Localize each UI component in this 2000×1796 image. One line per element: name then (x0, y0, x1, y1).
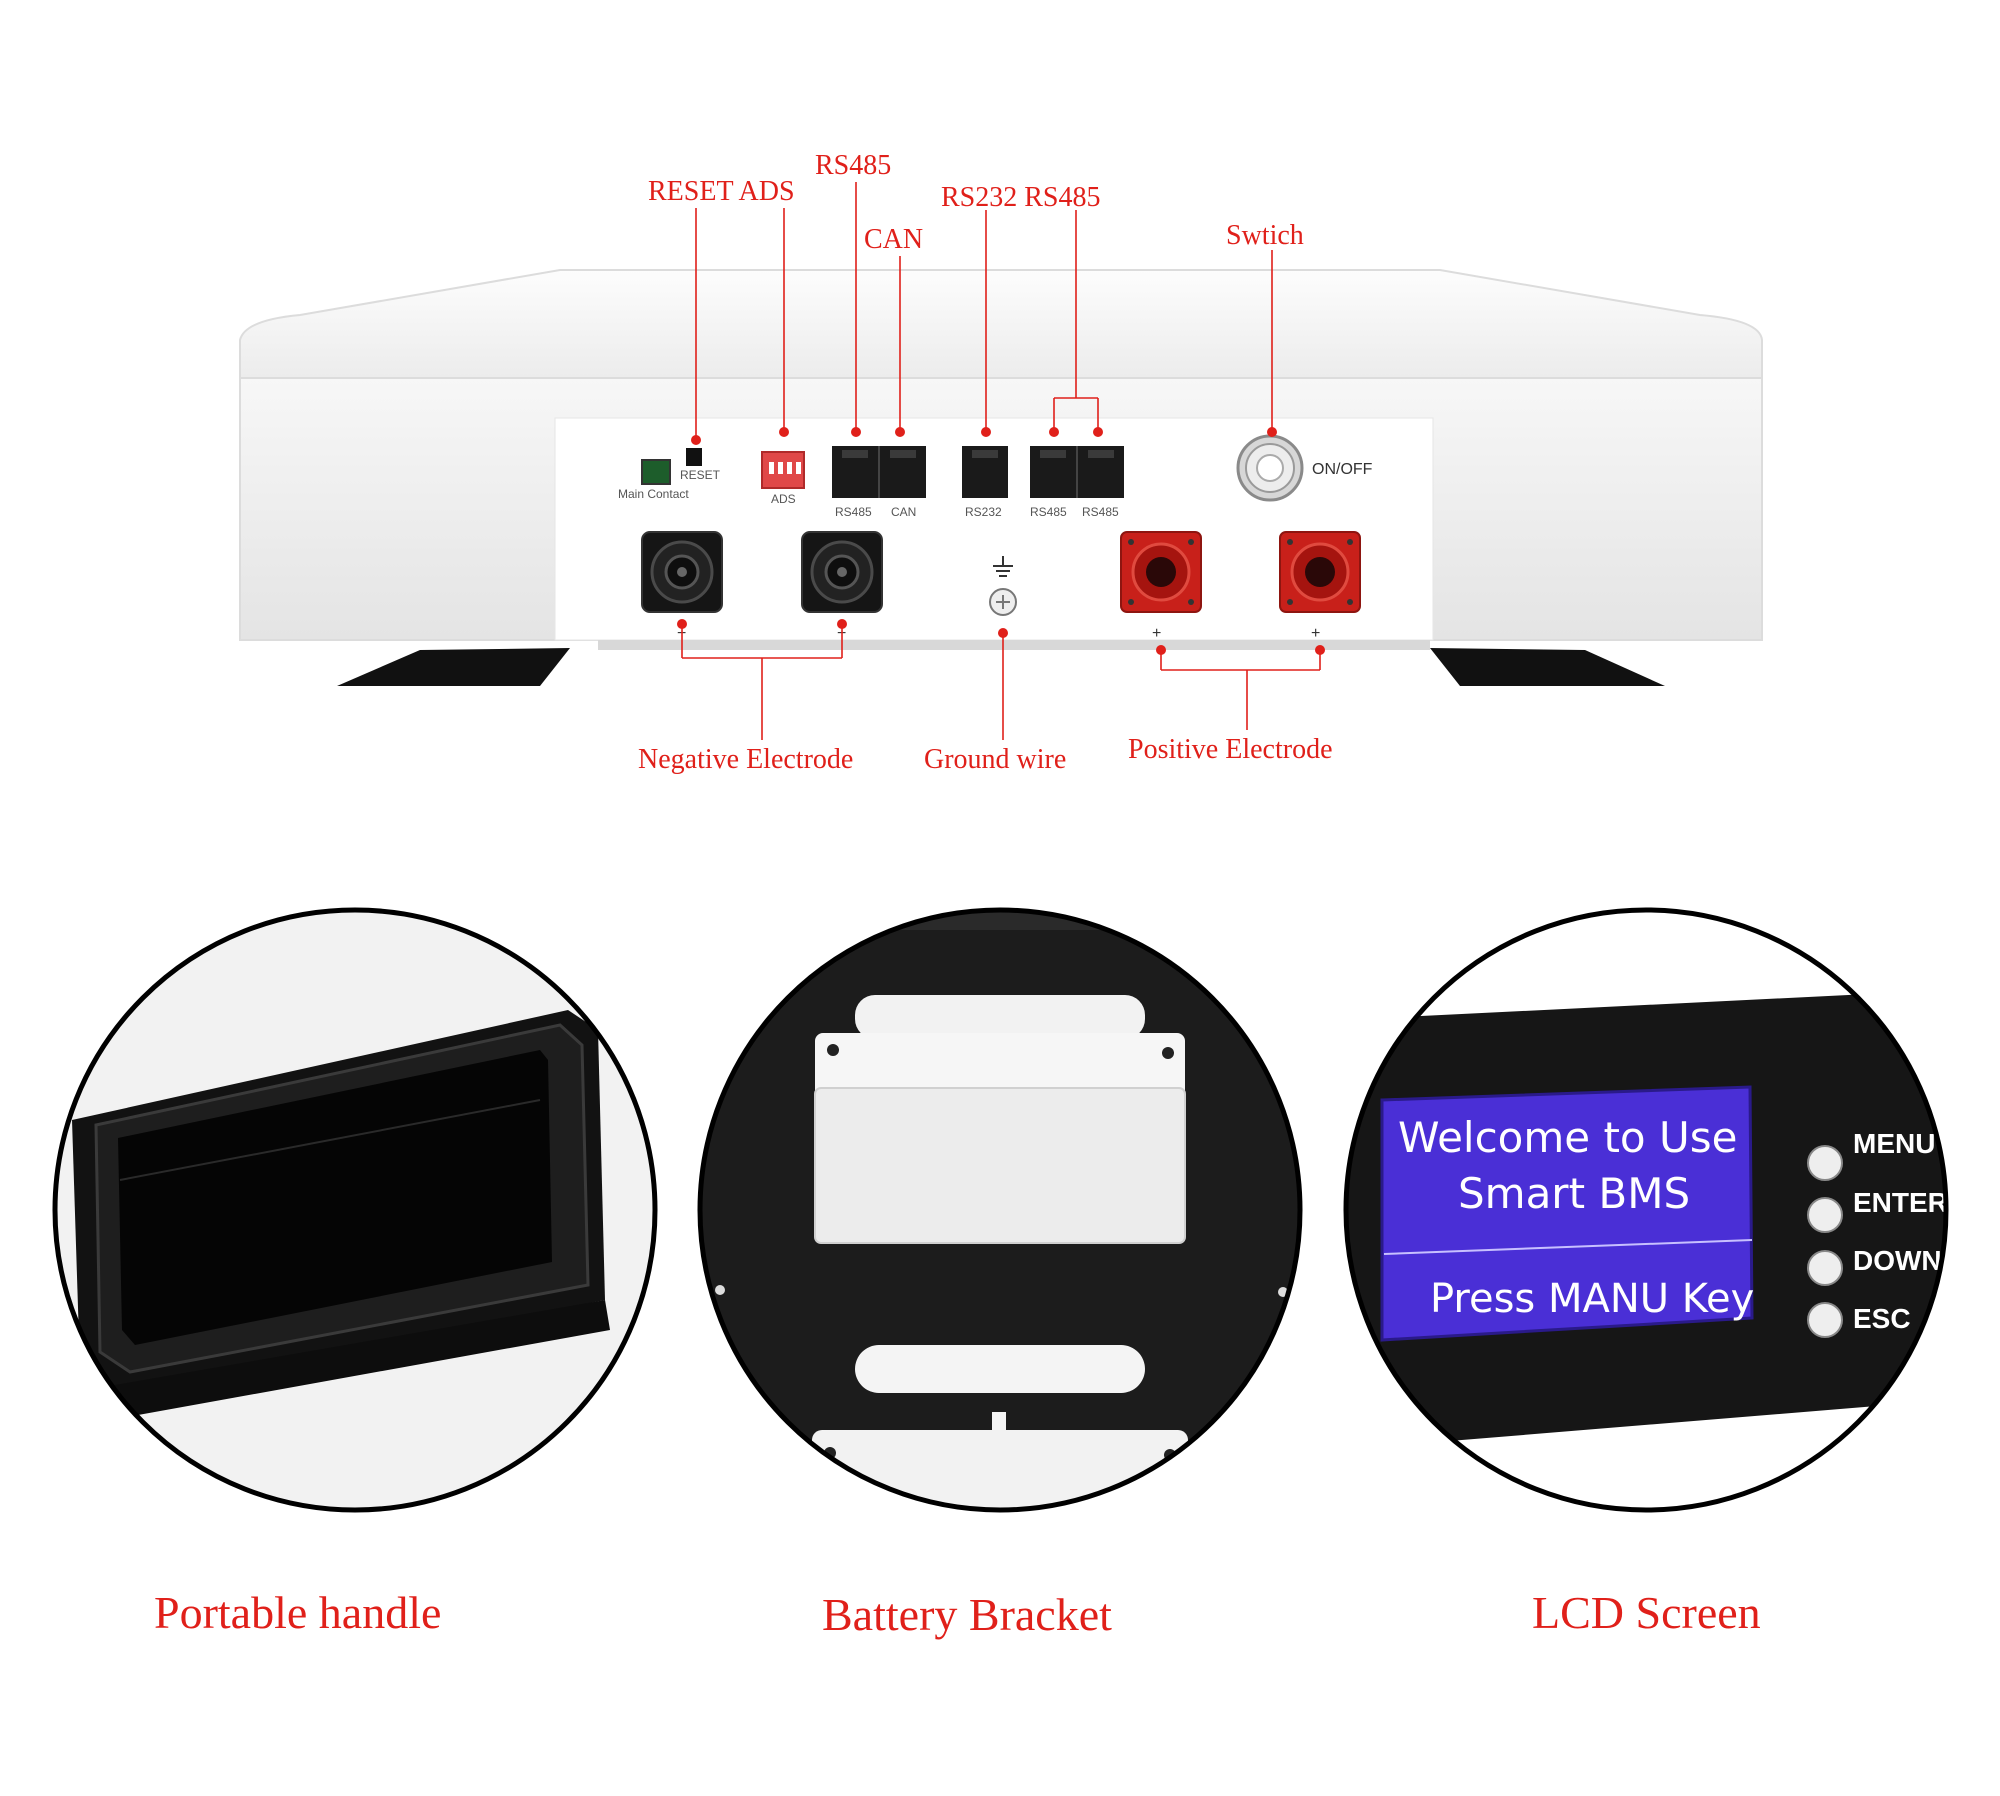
main-contact-label: Main Contact (618, 487, 689, 501)
dip-2 (778, 462, 783, 474)
port-latch (842, 450, 868, 458)
callout-negative-electrode: Negative Electrode (638, 744, 853, 775)
bracket-slot (855, 1345, 1145, 1393)
port-label-rs485: RS485 (835, 505, 872, 519)
port-latch (1040, 450, 1066, 458)
ads-label: ADS (771, 492, 796, 506)
detail-lcd: Welcome to Use Smart BMS Press MANU Key … (1343, 907, 1949, 1513)
right-foot (1430, 648, 1665, 686)
reset-label: RESET (680, 468, 721, 482)
caption-lcd-screen: LCD Screen (1532, 1587, 1761, 1638)
left-foot (337, 648, 570, 686)
lcd-divider (1383, 1239, 1753, 1255)
dip-1 (769, 462, 774, 474)
down-label: DOWN (1853, 1245, 1942, 1276)
reset-button[interactable] (686, 448, 702, 466)
port-latch (890, 450, 916, 458)
caption-battery-bracket: Battery Bracket (822, 1589, 1112, 1640)
callout-can: CAN (864, 224, 923, 255)
menu-button[interactable] (1807, 1145, 1843, 1181)
plus-sign-1: + (1152, 625, 1161, 642)
negative-terminal-2[interactable] (801, 531, 883, 613)
dip-4 (796, 462, 801, 474)
bracket-top-tab (855, 995, 1145, 1039)
enter-label: ENTER (1853, 1187, 1948, 1218)
esc-button[interactable] (1807, 1302, 1843, 1338)
battery-unit: Main Contact RESET ADS RS485 CAN RS232 R… (239, 269, 1763, 686)
lcd-line-2: Smart BMS (1458, 1169, 1690, 1218)
port-label-rs485-b: RS485 (1082, 505, 1119, 519)
down-button[interactable] (1807, 1250, 1843, 1286)
lcd-display (1380, 1085, 1754, 1342)
callout-switch: Swtich (1226, 220, 1304, 251)
callout-labels: RESET ADS RS485 CAN RS232 RS485 Swtich N… (638, 150, 1333, 775)
callout-ground-wire: Ground wire (924, 744, 1066, 775)
detail-bracket (697, 907, 1303, 1513)
ground-icon (993, 556, 1013, 577)
ground-screw[interactable] (989, 588, 1017, 616)
callout-rs232-rs485: RS232 RS485 (941, 182, 1101, 213)
plus-sign-2: + (1311, 625, 1320, 642)
bracket-hook (814, 1087, 1186, 1244)
lcd-line-3: Press MANU Key (1430, 1276, 1754, 1322)
bracket-bottom-plate (812, 1430, 1188, 1510)
callout-leaders (677, 182, 1325, 740)
handle-recess (118, 1050, 552, 1345)
port-label-rs485-a: RS485 (1030, 505, 1067, 519)
callout-positive-electrode: Positive Electrode (1128, 734, 1333, 765)
dip-3 (787, 462, 792, 474)
esc-label: ESC (1853, 1303, 1911, 1334)
positive-terminal-2[interactable] (1279, 531, 1361, 613)
power-switch[interactable] (1236, 434, 1304, 502)
port-label-can: CAN (891, 505, 916, 519)
battery-lid (239, 269, 1763, 379)
caption-portable-handle: Portable handle (154, 1587, 441, 1638)
main-contact-indicator (641, 459, 671, 485)
enter-button[interactable] (1807, 1197, 1843, 1233)
port-latch (972, 450, 998, 458)
panel-bottom-rail (598, 640, 1430, 650)
callout-rs485: RS485 (815, 150, 891, 181)
callout-reset-ads: RESET ADS (648, 176, 795, 207)
lcd-line-1: Welcome to Use (1398, 1113, 1737, 1162)
port-latch (1088, 450, 1114, 458)
detail-handle (52, 907, 658, 1513)
port-label-rs232: RS232 (965, 505, 1002, 519)
menu-label: MENU (1853, 1128, 1935, 1159)
positive-terminal-1[interactable] (1120, 531, 1202, 613)
onoff-label: ON/OFF (1312, 461, 1373, 478)
negative-terminal-1[interactable] (641, 531, 723, 613)
